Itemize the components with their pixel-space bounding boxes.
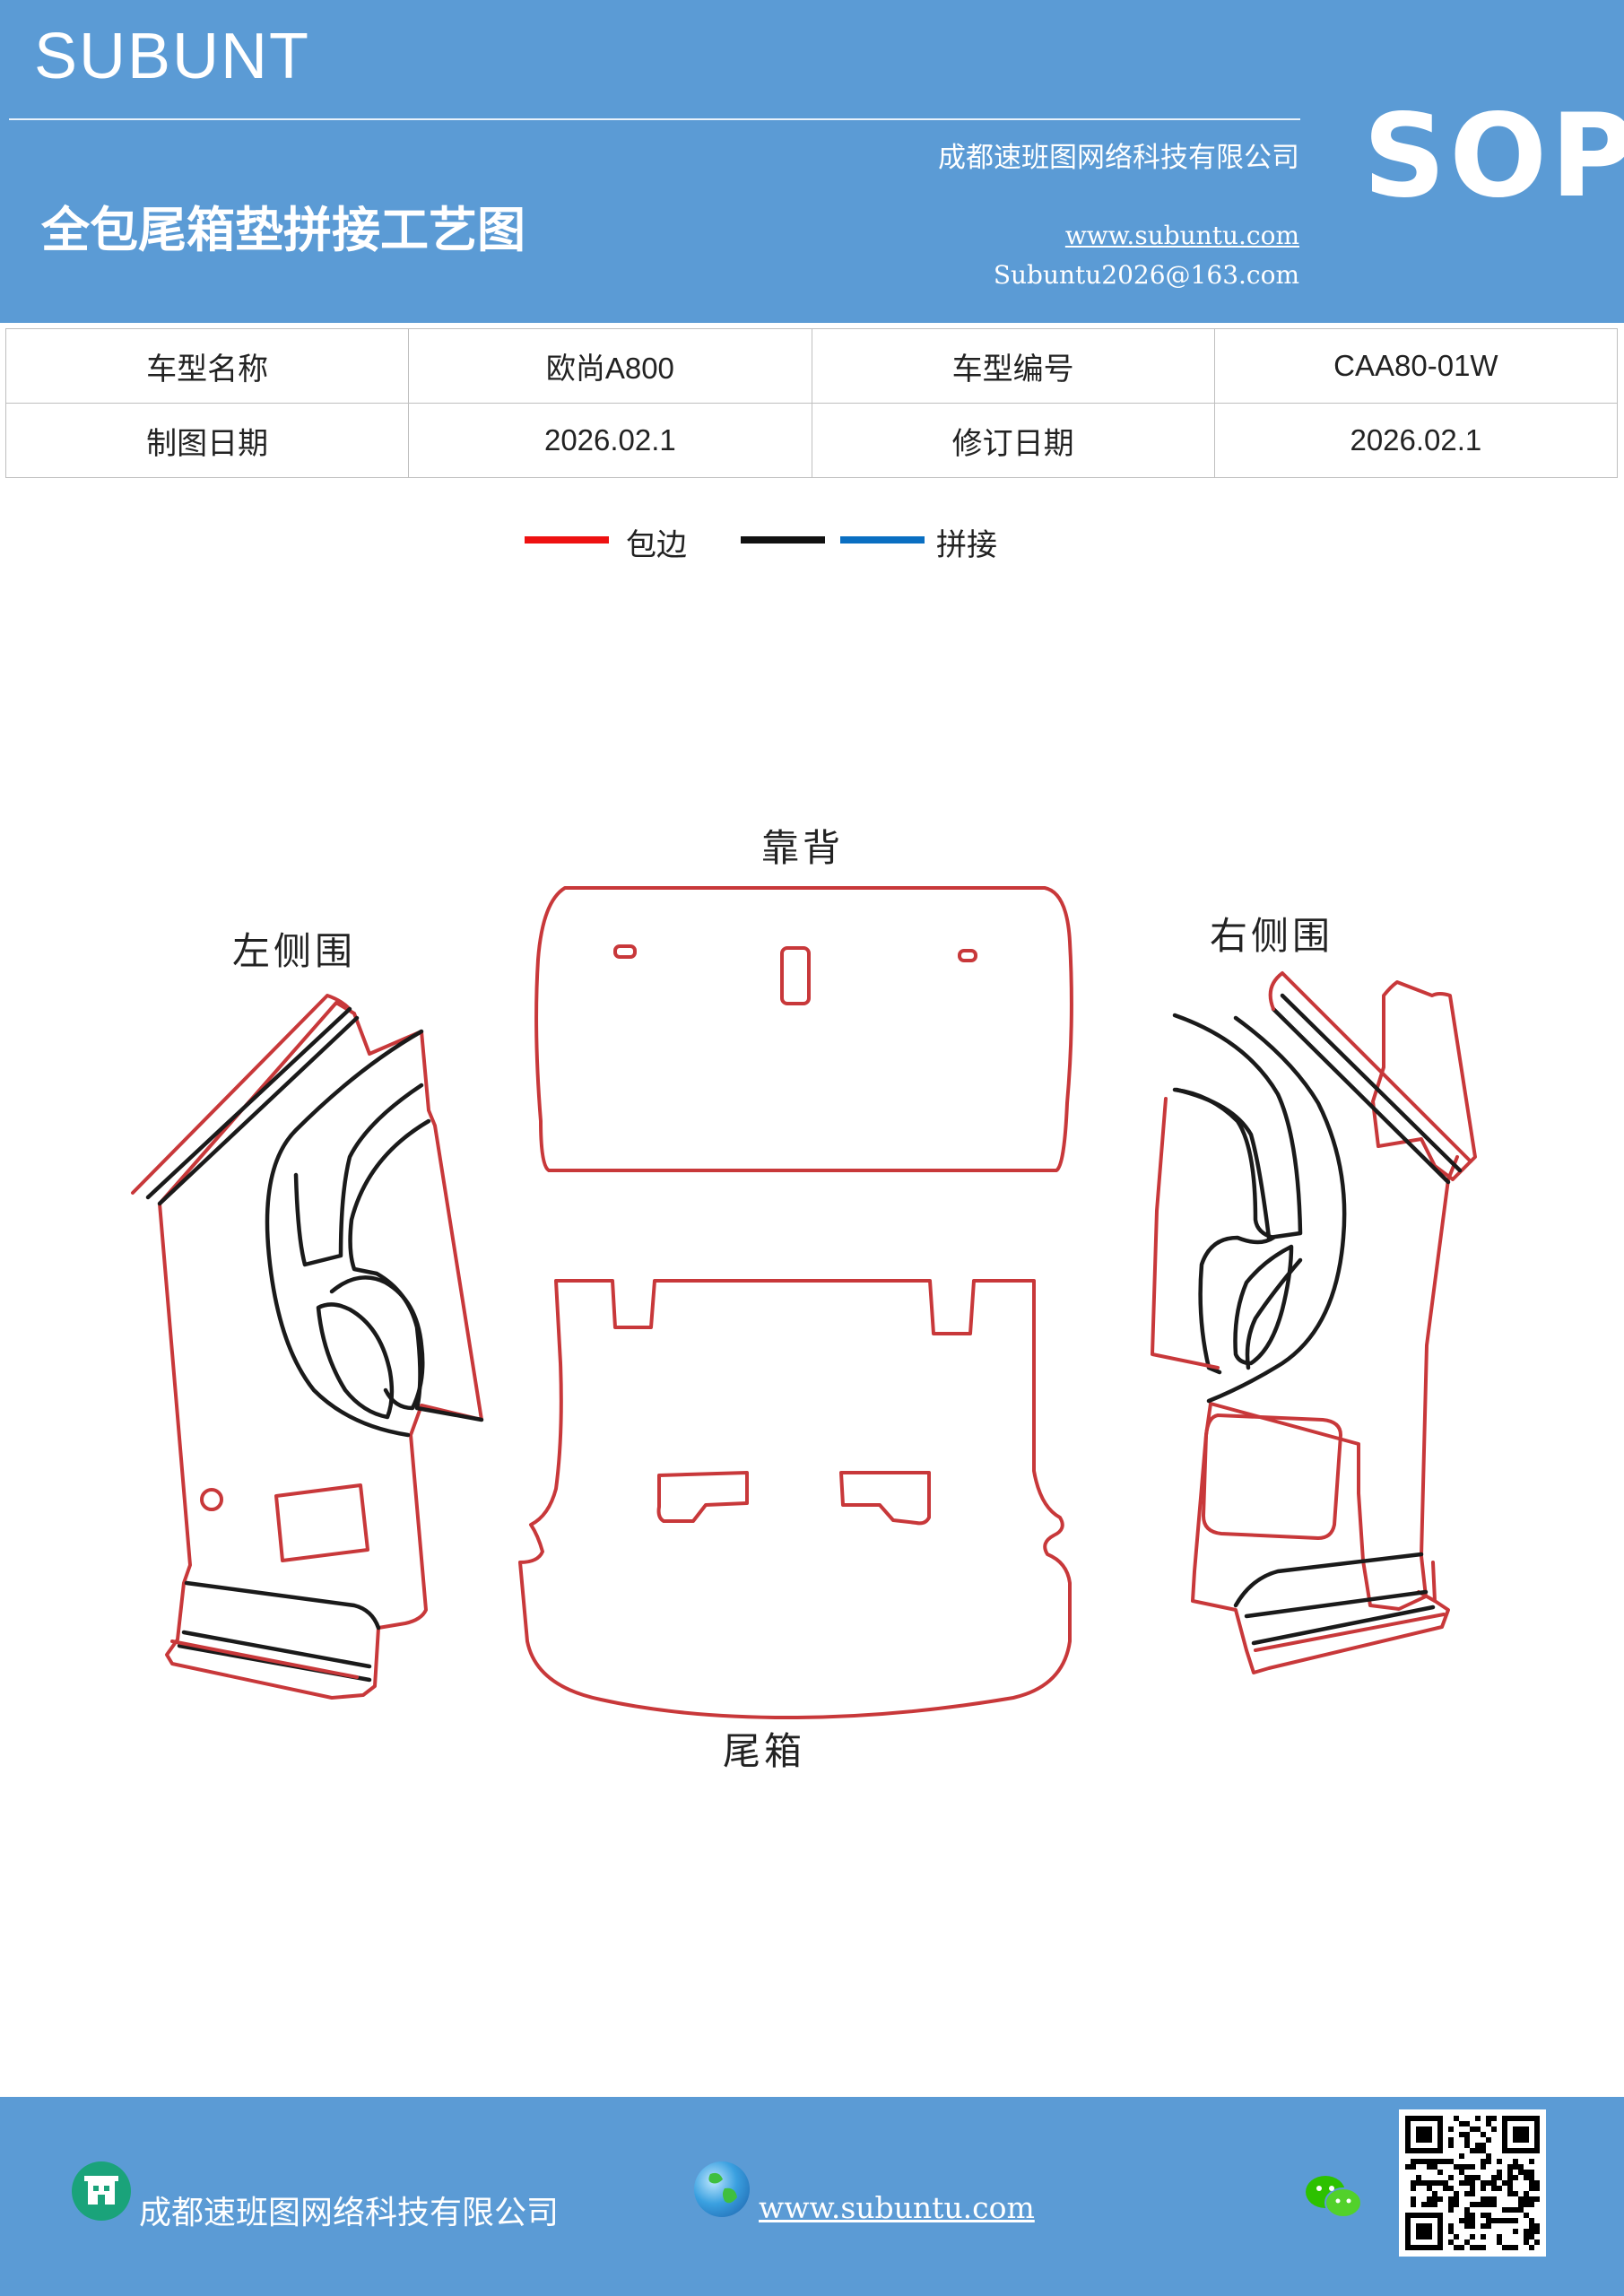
header-email: Subuntu2026@163.com: [993, 260, 1299, 290]
right-side-panel: [1151, 971, 1477, 1674]
brand-name: SUBUNT: [34, 21, 311, 92]
cell-model-code-value: CAA80-01W: [1213, 328, 1619, 404]
header-company: 成都速班图网络科技有限公司: [938, 142, 1299, 174]
legend-label-edge: 包边: [626, 527, 687, 563]
label-left-side: 左侧围: [232, 929, 356, 973]
table-row: 制图日期 2026.02.1 修订日期 2026.02.1: [4, 403, 1619, 478]
label-backrest: 靠背: [761, 826, 844, 870]
document-title: 全包尾箱垫拼接工艺图: [41, 202, 525, 258]
header-divider: [9, 118, 1300, 120]
cell-revision-date-value: 2026.02.1: [1213, 403, 1619, 478]
cell-revision-date-label: 修订日期: [811, 403, 1215, 478]
legend-blue-line: [840, 536, 925, 544]
globe-icon: [694, 2161, 750, 2217]
footer-banner: 成都速班图网络科技有限公司 www.subuntu.com: [0, 2097, 1624, 2296]
header-website-link[interactable]: www.subuntu.com: [1064, 221, 1299, 250]
cell-model-name-value: 欧尚A800: [408, 328, 812, 404]
cell-draw-date-label: 制图日期: [4, 403, 410, 478]
label-right-side: 右侧围: [1210, 914, 1333, 958]
header-banner: SUBUNT 成都速班图网络科技有限公司 全包尾箱垫拼接工艺图 www.subu…: [0, 0, 1624, 323]
qr-code: [1399, 2109, 1546, 2257]
cell-draw-date-value: 2026.02.1: [408, 403, 812, 478]
backrest-panel: [534, 886, 1073, 1172]
cell-model-code-label: 车型编号: [811, 328, 1215, 404]
label-trunk: 尾箱: [723, 1729, 805, 1773]
wechat-icon[interactable]: [1302, 2170, 1365, 2224]
legend-black-line: [741, 536, 825, 544]
left-side-panel: [131, 994, 484, 1700]
sop-badge: SOP: [1363, 90, 1624, 223]
trunk-mat-drawing: 靠背 左侧围 右侧围 尾箱: [131, 826, 1477, 1773]
building-icon: [72, 2161, 131, 2221]
legend-label-seam: 拼接: [936, 527, 997, 563]
legend-red-line: [525, 536, 609, 544]
trunk-floor-panel: [518, 1279, 1072, 1719]
cell-model-name-label: 车型名称: [4, 328, 410, 404]
legend: 包边 拼接: [0, 520, 1624, 574]
footer-website-link[interactable]: www.subuntu.com: [759, 2190, 1035, 2225]
vehicle-info-table: 车型名称 欧尚A800 车型编号 CAA80-01W 制图日期 2026.02.…: [4, 328, 1619, 478]
table-row: 车型名称 欧尚A800 车型编号 CAA80-01W: [4, 328, 1619, 404]
footer-company: 成都速班图网络科技有限公司: [139, 2195, 560, 2231]
